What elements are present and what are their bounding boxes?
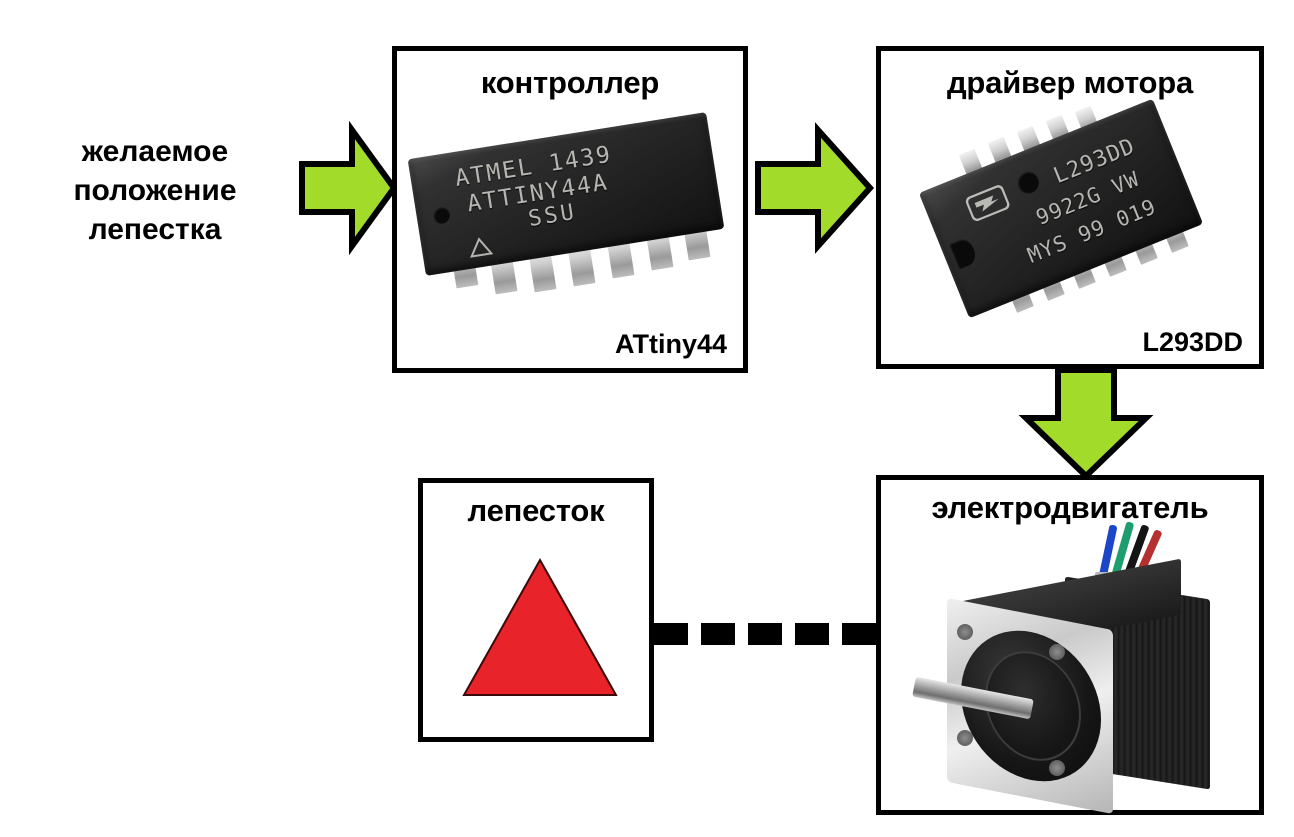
motor-title: электродвигатель	[931, 490, 1209, 525]
block-controller: контроллер ATMEL 1439 ATTINY44A SSU	[392, 46, 748, 373]
arrow-driver-to-motor	[1018, 367, 1154, 481]
chip-body: ATMEL 1439 ATTINY44A SSU	[407, 112, 725, 276]
arrow-controller-to-driver	[755, 122, 875, 254]
block-motor-driver: драйвер мотора L2	[876, 46, 1264, 369]
stepper-motor-photo	[912, 521, 1233, 815]
motor-screw	[957, 730, 973, 746]
motor-screw	[1049, 760, 1065, 776]
link-dash	[748, 623, 782, 645]
chip-pin1-notch	[948, 235, 979, 270]
block-motor: электродвигатель	[876, 475, 1264, 815]
chip-body: L293DD 9922G VW MYS 99 019	[918, 98, 1204, 319]
link-dash	[795, 623, 829, 645]
arrow-input-to-controller	[299, 120, 398, 256]
label-line-2: положение	[73, 174, 237, 207]
controller-title: контроллер	[480, 65, 660, 100]
attiny44-chip-photo: ATMEL 1439 ATTINY44A SSU	[407, 112, 725, 317]
link-dash	[842, 623, 876, 645]
petal-triangle-shape	[461, 557, 619, 704]
motor-screw	[1049, 644, 1065, 660]
block-petal: лепесток	[418, 478, 654, 742]
chip-triangle-logo-icon	[469, 237, 494, 258]
motor-driver-title: драйвер мотора	[946, 65, 1194, 100]
chip-pin1-notch	[431, 205, 452, 225]
petal-title: лепесток	[467, 493, 605, 528]
motor-driver-caption: L293DD	[1142, 327, 1243, 357]
chip-dot-mark	[1013, 168, 1043, 197]
st-logo-icon	[965, 185, 1010, 222]
label-line-1: желаемое	[81, 135, 229, 168]
l293dd-chip-photo: L293DD 9922G VW MYS 99 019	[918, 98, 1213, 328]
desired-petal-position-label: желаемое положение лепестка	[10, 132, 300, 249]
controller-caption: ATtiny44	[614, 329, 727, 359]
link-dash	[701, 623, 735, 645]
label-line-3: лепестка	[88, 213, 222, 246]
link-dash	[654, 623, 688, 645]
motor-screw	[957, 624, 973, 640]
